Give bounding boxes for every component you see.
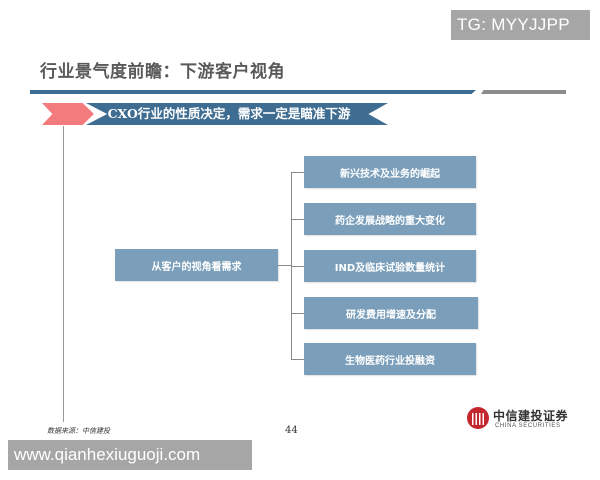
- logo-en-text: CHINA SECURITIES: [495, 423, 561, 429]
- connector-branch-2: [291, 219, 304, 220]
- left-guide-line: [63, 126, 64, 422]
- diagram-child-label: 新兴技术及业务的崛起: [340, 168, 440, 180]
- diagram-child-node: 生物医药行业投融资: [304, 343, 476, 375]
- diagram-child-label: 药企发展战略的重大变化: [335, 215, 445, 227]
- page-title: 行业景气度前瞻：下游客户视角: [40, 62, 285, 82]
- citic-logo-icon: [467, 407, 489, 429]
- diagram-root-label: 从客户的视角看需求: [151, 261, 242, 273]
- connector-branch-5: [291, 359, 304, 360]
- diagram-child-label: IND及临床试验数量统计: [334, 262, 446, 274]
- banner-ribbon: [86, 103, 388, 125]
- diagram-child-label: 研发费用增速及分配: [346, 309, 436, 321]
- connector-branch-3: [291, 266, 304, 267]
- banner-chevron-icon: [42, 103, 94, 125]
- diagram-child-node: IND及临床试验数量统计: [304, 250, 476, 282]
- connector-branch-4: [291, 313, 304, 314]
- title-divider-gray: [481, 90, 566, 94]
- source-note: 数据来源：中信建投: [47, 427, 110, 435]
- title-divider-blue: [30, 90, 476, 94]
- watermark-url: www.qianhexiuguoji.com: [8, 440, 252, 470]
- diagram-child-label: 生物医药行业投融资: [345, 355, 435, 367]
- diagram-root-node: 从客户的视角看需求: [115, 249, 278, 281]
- diagram-child-node: 研发费用增速及分配: [304, 297, 478, 329]
- diagram-child-node: 新兴技术及业务的崛起: [304, 156, 476, 188]
- banner-text: CXO行业的性质决定，需求一定是瞄准下游: [107, 106, 351, 121]
- diagram-child-node: 药企发展战略的重大变化: [304, 203, 476, 235]
- connector-branch-1: [291, 172, 304, 173]
- logo-cn-text: 中信建投证券: [493, 409, 569, 423]
- connector-root: [278, 265, 291, 266]
- company-logo: 中信建投证券 CHINA SECURITIES: [467, 405, 597, 435]
- watermark-tg: TG: MYYJJPP: [451, 10, 590, 40]
- page-number: 44: [285, 425, 298, 436]
